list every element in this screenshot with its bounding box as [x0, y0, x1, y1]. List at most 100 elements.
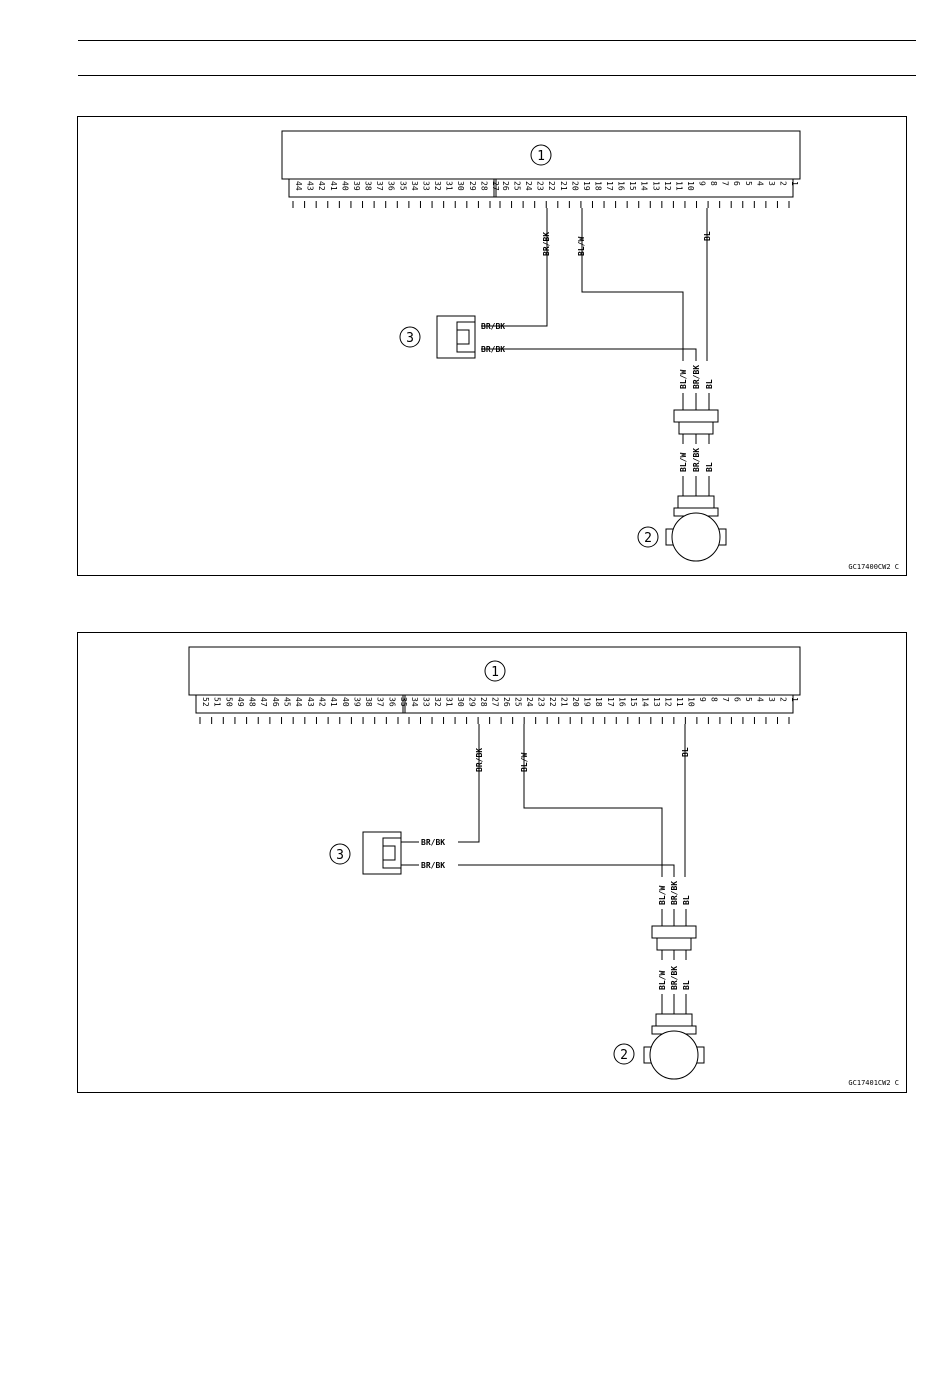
pin-number: 7 — [721, 181, 730, 186]
wire-label-blw: BL/W — [577, 237, 586, 256]
pin-number: 29 — [468, 697, 477, 707]
pin-number: 8 — [709, 181, 718, 186]
wire-label-brbk: BR/BK — [475, 748, 484, 772]
pin-number: 1 — [790, 181, 799, 186]
pin-number: 18 — [593, 181, 602, 191]
pin-number: 35 — [398, 181, 407, 191]
pin-number: 49 — [236, 697, 245, 707]
bundle-upper-bl: BL — [682, 895, 691, 905]
sensor-plug-top — [677, 495, 715, 509]
pin-number: 31 — [445, 697, 454, 707]
pin-number: 30 — [456, 181, 465, 191]
pin-number: 15 — [629, 697, 638, 707]
callout-circle-ecu — [530, 144, 552, 166]
pin-number: 42 — [317, 697, 326, 707]
pin-number: 39 — [352, 697, 361, 707]
connector-3-label-1: BR/BK — [421, 838, 445, 847]
wire-label-brbk: BR/BK — [542, 232, 551, 256]
pin-number: 16 — [617, 697, 626, 707]
bundle-upper-leads — [661, 909, 687, 926]
sensor-body — [649, 1030, 699, 1080]
inline-connector-bottom — [656, 937, 692, 951]
bundle-lower-bl: BL — [705, 462, 714, 472]
pin-number: 28 — [479, 697, 488, 707]
pin-number: 35 — [399, 697, 408, 707]
pin-number: 13 — [651, 181, 660, 191]
bundle-upper-blw: BL/W — [679, 370, 688, 389]
pin-number: 38 — [364, 697, 373, 707]
pin-number: 22 — [547, 181, 556, 191]
bundle-lower-bl: BL — [682, 980, 691, 990]
callout-circle-sensor — [637, 526, 659, 548]
callout-ecu: 1 — [537, 149, 545, 164]
bundle-upper-brbk: BR/BK — [670, 881, 679, 905]
pin-number: 13 — [652, 697, 661, 707]
pin-number: 46 — [271, 697, 280, 707]
callout-sensor: 2 — [620, 1048, 628, 1063]
pin-number: 41 — [329, 697, 338, 707]
pin-number: 21 — [560, 697, 569, 707]
pin-number: 17 — [606, 697, 615, 707]
pin-number: 34 — [410, 181, 419, 191]
pin-number: 32 — [433, 697, 442, 707]
bundle-upper-brbk: BR/BK — [692, 365, 701, 389]
pin-number: 5 — [744, 697, 753, 702]
bundle-lower-leads-top — [682, 434, 710, 444]
bundle-lower-leads — [682, 476, 710, 496]
pin-number: 44 — [294, 697, 303, 707]
bundle-upper-bl: BL — [705, 379, 714, 389]
pin-number: 36 — [387, 697, 396, 707]
pin-number: 14 — [640, 697, 649, 707]
pin-number: 9 — [698, 181, 707, 186]
pin-number: 20 — [570, 181, 579, 191]
wire-blw — [523, 724, 663, 877]
wire-brbk-2 — [458, 864, 675, 877]
pin-number: 41 — [329, 181, 338, 191]
pin-number: 40 — [341, 697, 350, 707]
figure-code: GC17400CW2 C — [848, 563, 899, 571]
sensor-body — [671, 512, 721, 562]
pin-number: 43 — [306, 181, 315, 191]
connector-3-label-2: BR/BK — [481, 345, 505, 354]
pin-number: 10 — [686, 697, 695, 707]
pin-number: 19 — [582, 181, 591, 191]
bundle-upper-leads — [682, 393, 710, 410]
pin-number: 37 — [375, 181, 384, 191]
pin-number: 9 — [698, 697, 707, 702]
pin-number: 16 — [617, 181, 626, 191]
pin-number: 39 — [352, 181, 361, 191]
wire-label-blw: BL/W — [520, 753, 529, 772]
pin-number: 2 — [778, 697, 787, 702]
pin-number: 26 — [501, 181, 510, 191]
pin-number: 27 — [491, 697, 500, 707]
pin-number: 40 — [340, 181, 349, 191]
pin-number: 42 — [317, 181, 326, 191]
pin-number: 43 — [306, 697, 315, 707]
pin-number: 12 — [663, 697, 672, 707]
pin-number: 20 — [571, 697, 580, 707]
connector-3-label-1: BR/BK — [481, 322, 505, 331]
callout-connector: 3 — [336, 848, 344, 863]
pin-number: 21 — [559, 181, 568, 191]
pin-number: 5 — [744, 181, 753, 186]
pin-number: 48 — [248, 697, 257, 707]
callout-ecu: 1 — [491, 665, 499, 680]
pin-number: 6 — [732, 181, 741, 186]
wire-brbk-1 — [458, 724, 480, 843]
wire-blw — [581, 208, 684, 361]
pin-number: 50 — [224, 697, 233, 707]
wire-label-bl: BL — [703, 231, 712, 241]
pin-number: 15 — [628, 181, 637, 191]
pin-number: 34 — [410, 697, 419, 707]
pin-number: 47 — [259, 697, 268, 707]
bundle-lower-blw: BL/W — [658, 971, 667, 990]
pin-number: 33 — [422, 697, 431, 707]
pin-number: 4 — [755, 697, 764, 702]
pin-number: 23 — [537, 697, 546, 707]
pin-number: 29 — [468, 181, 477, 191]
sensor-plug-top — [655, 1013, 693, 1027]
pin-number: 10 — [686, 181, 695, 191]
